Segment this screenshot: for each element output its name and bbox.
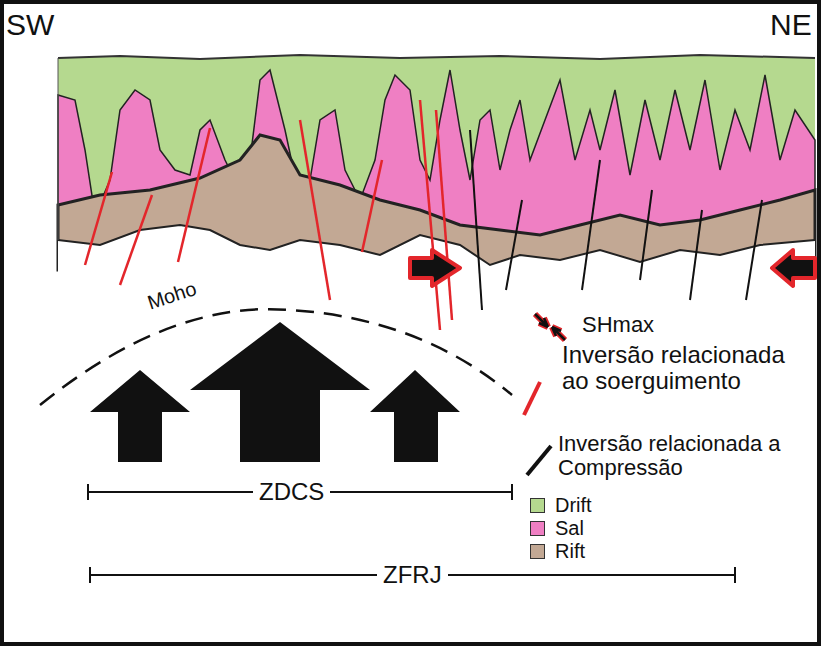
zone-label: ZDCS bbox=[253, 479, 330, 505]
legend-swatch bbox=[530, 544, 545, 559]
zone-label: ZFRJ bbox=[377, 562, 448, 588]
legend-swatch bbox=[530, 498, 545, 513]
legend-text: Inversão relacionada a Compressão bbox=[558, 432, 813, 480]
legend-swatch bbox=[530, 521, 545, 536]
direction-label: NE bbox=[770, 8, 812, 41]
legend-text: Rift bbox=[555, 540, 585, 562]
legend-text: Sal bbox=[555, 517, 584, 539]
legend-text: Drift bbox=[555, 494, 592, 516]
direction-label: SW bbox=[6, 8, 54, 41]
legend-text: SHmax bbox=[582, 313, 654, 337]
legend-text: Inversão relacionada ao soerguimento bbox=[562, 342, 802, 395]
